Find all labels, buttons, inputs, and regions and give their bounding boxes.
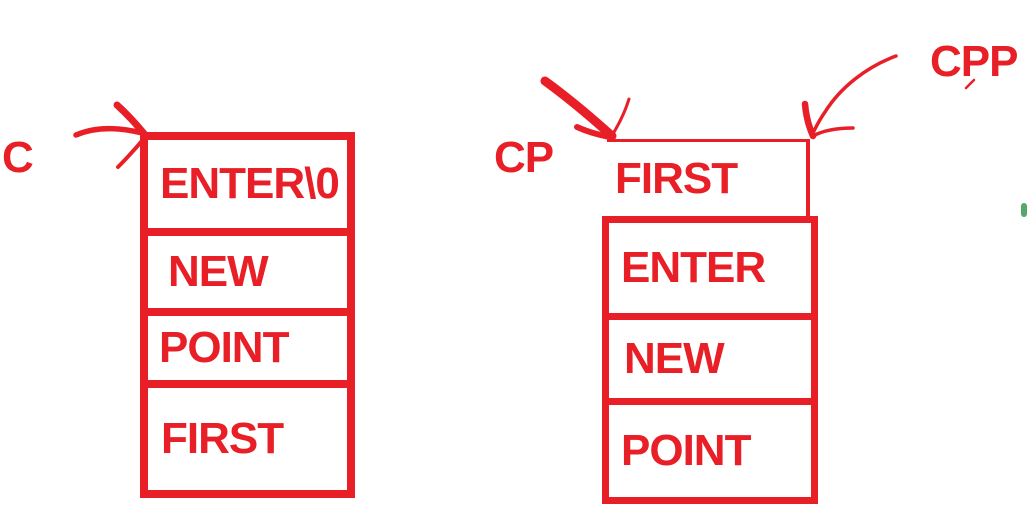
cpp-stack-cell-enter: ENTER xyxy=(609,223,811,320)
c-stack-cell-first: FIRST xyxy=(148,388,347,490)
c-pointer-label: C xyxy=(2,133,34,182)
c-string-stack: ENTER\0 NEW POINT FIRST xyxy=(140,132,355,498)
cpp-stack-cell-enter-label: ENTER xyxy=(621,243,766,292)
cp-top-cell-first-label: FIRST xyxy=(615,154,738,203)
cp-pointer-label: CP xyxy=(494,133,554,182)
cp-arrow-head-right xyxy=(609,97,631,139)
cp-pointer-arrow-icon xyxy=(540,76,631,141)
c-stack-cell-point: POINT xyxy=(148,316,347,388)
cpp-arrow-head-right xyxy=(811,126,855,138)
green-smudge-mark xyxy=(1021,203,1027,217)
cpp-stack-cell-point: POINT xyxy=(609,405,811,497)
c-stack-cell-enter0: ENTER\0 xyxy=(148,140,347,236)
cpp-pointer-label: CPP xyxy=(930,37,1018,86)
cpp-arrow-shaft xyxy=(810,54,898,137)
c-stack-cell-enter0-label: ENTER\0 xyxy=(160,159,340,208)
c-stack-cell-new: NEW xyxy=(148,236,347,316)
c-stack-cell-point-label: POINT xyxy=(159,323,289,372)
c-stack-cell-first-label: FIRST xyxy=(161,414,284,463)
cpp-stack-cell-new-label: NEW xyxy=(624,334,725,383)
cp-top-cell-first: FIRST xyxy=(607,139,810,216)
cpp-stack-cell-point-label: POINT xyxy=(621,426,751,475)
c-pointer-arrow-icon xyxy=(73,101,150,169)
c-arrow-shaft xyxy=(73,125,145,138)
cpp-stack: ENTER NEW POINT xyxy=(602,216,818,504)
cp-arrow-head-left xyxy=(574,124,613,140)
cp-arrow-shaft xyxy=(540,76,617,141)
cpp-arrow-head-left xyxy=(801,100,817,140)
c-stack-cell-new-label: NEW xyxy=(168,247,269,296)
cpp-stack-cell-new: NEW xyxy=(609,320,811,405)
